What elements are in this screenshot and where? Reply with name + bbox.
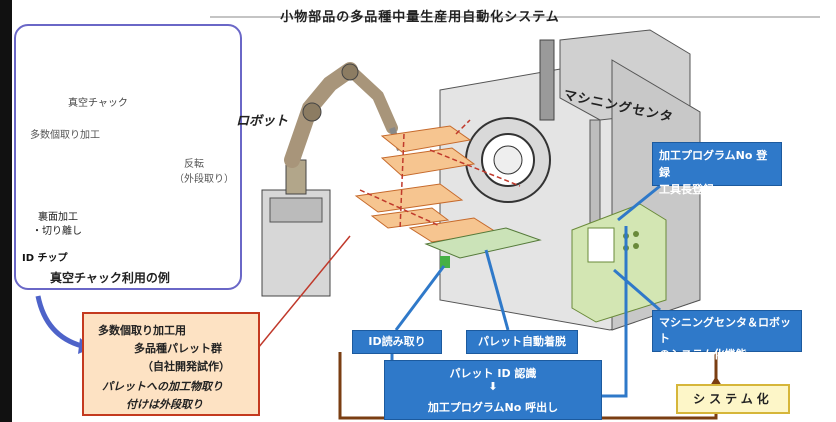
system-function-line-2: のシステム化機能 (659, 348, 747, 361)
vacuum-chuck-example-panel (14, 24, 242, 290)
page-title: 小物部品の多品種中量生産用自動化システム (280, 10, 560, 25)
flip-outside-setup-label: （外段取り） (174, 174, 234, 185)
pallet-line-1: 多数個取り加工用 (98, 324, 186, 337)
machining-center (354, 29, 701, 331)
pallet-auto-change-box: パレット自動着脱 (466, 330, 578, 354)
system-function-box: マシニングセンタ＆ロボット のシステム化機能 (652, 310, 802, 361)
cut-off-label: ・切り離し (32, 226, 82, 237)
id-chip-label: ID チップ (22, 253, 68, 264)
id-recognition-line-1: パレット ID 認識 (449, 367, 537, 380)
robot (261, 62, 403, 297)
id-read-box: ID読み取り (352, 330, 442, 354)
vacuum-chuck-label: 真空チャック (68, 98, 128, 109)
multi-pallet-description-box: 多数個取り加工用 多品種パレット群 （自社開発試作） パレットへの加工物取り 付… (82, 312, 260, 416)
system-function-line-1: マシニングセンタ＆ロボット (659, 316, 791, 345)
pallet-line-5: 付けは外段取り (126, 398, 203, 411)
program-registration-box: 加工プログラムNo 登録 工具長登録 (652, 142, 782, 196)
program-line-1: 加工プログラムNo 登録 (659, 149, 768, 179)
pallet-id-recognition-box: パレット ID 認識 ⬇ 加工プログラムNo 呼出し (384, 360, 602, 420)
program-line-2: 工具長登録 (659, 183, 714, 196)
multi-piece-label: 多数個取り加工 (30, 130, 100, 141)
id-recognition-line-2: 加工プログラムNo 呼出し (427, 401, 559, 414)
pallet-line-2: 多品種パレット群 (134, 342, 222, 355)
down-arrow-icon: ⬇ (488, 380, 498, 393)
left-edge-strip (0, 0, 12, 422)
flip-label: 反転 (184, 159, 204, 170)
pallet-line-3: （自社開発試作） (142, 360, 230, 373)
back-processing-label: 裏面加工 (38, 212, 78, 223)
pallet-line-4: パレットへの加工物取り (102, 380, 223, 393)
system-tag: システム化 (676, 384, 790, 414)
example-caption: 真空チャック利用の例 (50, 271, 170, 285)
robot-label: ロボット (236, 114, 289, 129)
